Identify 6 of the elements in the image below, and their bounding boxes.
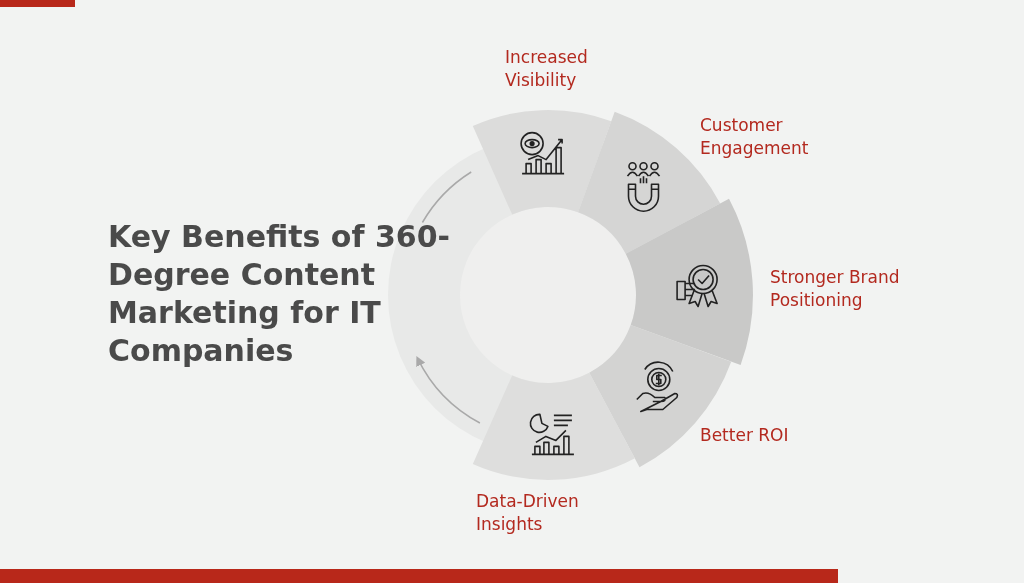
benefit-label: Better ROI: [700, 424, 830, 447]
title: Key Benefits of 360-Degree Content Marketing for IT Companies: [108, 218, 452, 370]
benefit-label: Data-Driven Insights: [476, 490, 606, 536]
benefit-label: Customer Engagement: [700, 114, 830, 160]
benefit-label: Stronger Brand Positioning: [770, 266, 920, 312]
benefit-label: Increased Visibility: [505, 46, 635, 92]
